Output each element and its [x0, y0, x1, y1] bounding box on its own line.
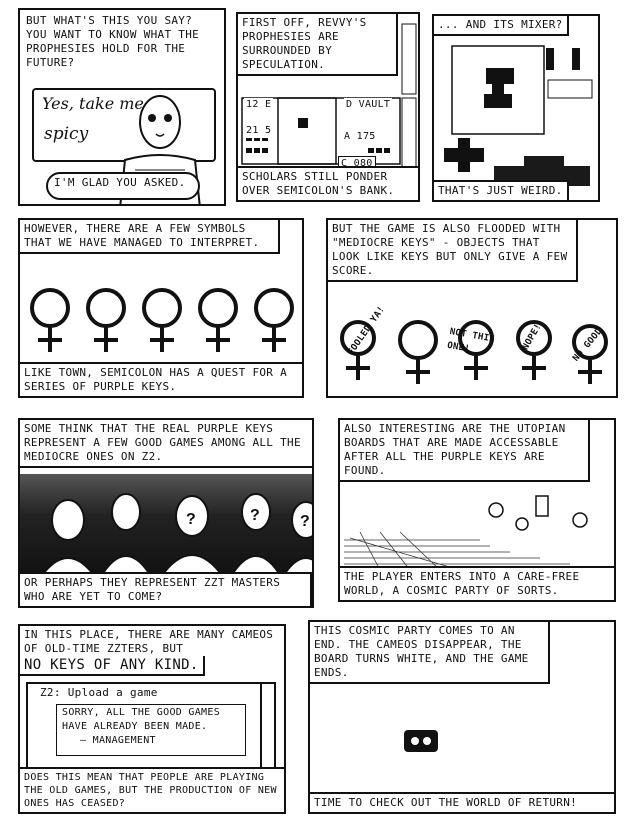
reply-text: I'm glad you asked. — [54, 176, 186, 189]
panel-4: However, there are a few symbols that we… — [18, 218, 304, 398]
panel-2-footer: Scholars still ponder over semicolon's b… — [238, 166, 418, 200]
panel-5: But the game is also flooded with "medio… — [326, 218, 618, 398]
panel-3-caption: ... and its mixer? — [434, 16, 569, 36]
message-line-2: have already been made. — [62, 721, 208, 732]
window-scrollbar[interactable] — [260, 682, 276, 768]
svg-text:?: ? — [300, 513, 310, 530]
panel-8-caption: In this place, there are many cameos of … — [20, 626, 284, 658]
panel-5-caption: But the game is also flooded with "medio… — [328, 220, 578, 282]
svg-text:?: ? — [250, 507, 260, 524]
panel-7-caption: Also interesting are the utopian boards … — [340, 420, 590, 482]
message-box — [56, 704, 246, 756]
upload-window-title: Z2: Upload a game — [40, 686, 158, 700]
panel-8-footer: Does this mean that people are playing t… — [20, 767, 284, 812]
map-label-vault: D VAULT — [344, 98, 393, 112]
purple-key-symbols — [30, 288, 294, 352]
panel-6-caption: Some think that the real purple keys rep… — [20, 420, 312, 468]
panel-6-footer: Or perhaps they represent ZZT masters wh… — [20, 572, 312, 606]
panel-2: First off, Revvy's prophesies are surrou… — [236, 12, 420, 202]
panel-3: ... and its mixer? That's just weird. — [432, 14, 600, 202]
panel-8-caption-big: no keys of any kind. — [20, 656, 205, 676]
panel-6: Some think that the real purple keys rep… — [18, 418, 314, 608]
mixer-map — [444, 45, 593, 186]
white-board — [310, 684, 614, 784]
reply-balloon — [46, 172, 200, 200]
panel-8: In this place, there are many cameos of … — [18, 624, 286, 814]
panel-9: This cosmic party comes to an end. The c… — [308, 620, 616, 814]
panel-4-caption: However, there are a few symbols that we… — [20, 220, 280, 254]
panel-9-caption: This cosmic party comes to an end. The c… — [310, 622, 550, 684]
map-label-12e: 12 E — [244, 98, 274, 112]
panel-7: Also interesting are the utopian boards … — [338, 418, 616, 602]
player-face-icon — [404, 730, 438, 752]
speech-line-2: spicy — [44, 124, 89, 144]
mediocre-key-symbols — [340, 320, 608, 384]
panel-3-footer: That's just weird. — [434, 180, 569, 200]
panel-7-footer: The player enters into a care-free world… — [340, 566, 614, 600]
map-label-a175: A 175 — [342, 130, 378, 144]
message-line-3: — Management — [80, 735, 156, 746]
panel-9-footer: Time to check out the world of return! — [310, 792, 614, 812]
panel-1: But what's this you say? You want to kno… — [18, 8, 226, 206]
speech-line-1: Yes, take me to — [42, 94, 166, 113]
utopian-board — [344, 495, 610, 571]
panel-4-footer: Like Town, Semicolon has a quest for a s… — [20, 362, 302, 396]
panel-2-caption: First off, Revvy's prophesies are surrou… — [238, 14, 398, 76]
svg-text:?: ? — [186, 511, 196, 528]
map-label-215: 21 5 — [244, 124, 274, 138]
panel-1-caption: But what's this you say? You want to kno… — [22, 12, 220, 72]
message-line-1: Sorry, all the good games — [62, 707, 221, 718]
